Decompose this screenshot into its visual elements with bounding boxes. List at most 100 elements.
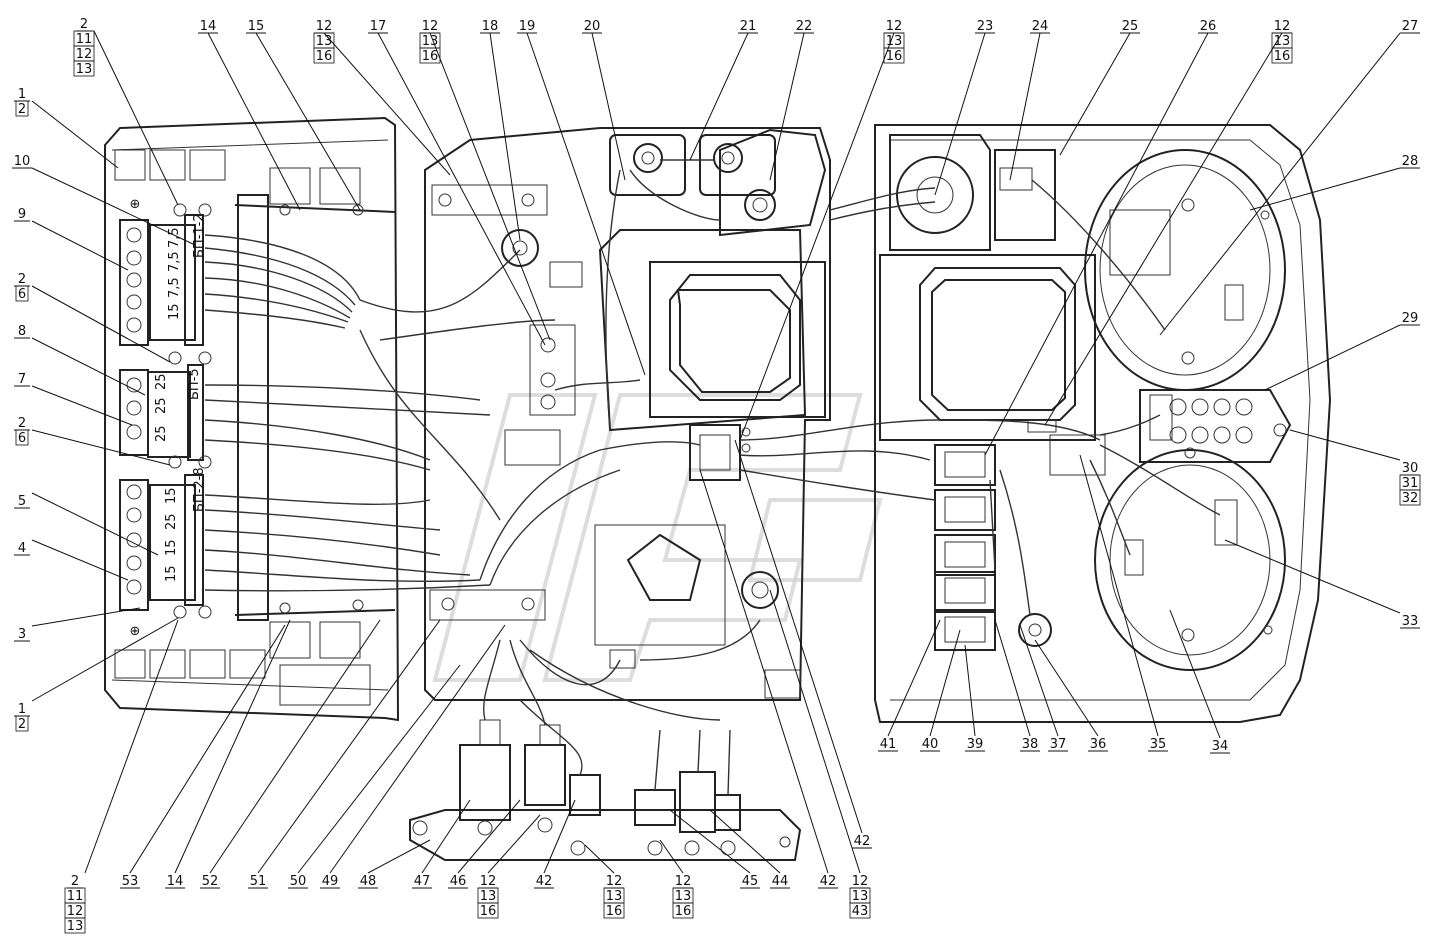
callout-number: 23 [977, 19, 994, 34]
leader-line [84, 619, 179, 874]
watermark-logo [432, 393, 883, 682]
leader-line [984, 32, 1209, 456]
callout-c45: 44 [770, 874, 790, 889]
callout-c58: 14 [165, 874, 185, 889]
fuse-ratings: 7,5 7,5 7,5 15 25 25 25 15 25 15 15 [154, 227, 182, 582]
leader-line [421, 799, 471, 874]
leader-line [669, 809, 751, 874]
leader-line [209, 619, 381, 874]
fuse-rating: 7,5 [167, 251, 182, 272]
callout-box [1271, 47, 1293, 64]
callout-c11: 3 [14, 627, 30, 642]
leader-line [1289, 429, 1401, 461]
callout-number: 7 [18, 372, 26, 387]
callout-number: 14 [167, 874, 184, 889]
fuse-rating: 25 [164, 513, 179, 530]
leader-line [323, 32, 451, 176]
leader-line [994, 619, 1031, 737]
fuse-rating: 7,5 [167, 227, 182, 248]
module-label: БП-1-2 [192, 213, 207, 258]
callout-c46: 45 [740, 874, 760, 889]
callout-number: 18 [482, 19, 499, 34]
leader-line [329, 624, 506, 874]
callout-c49: 42 [534, 874, 554, 889]
callout-number: 12 [480, 874, 497, 889]
callout-c33: 33 [1400, 614, 1420, 629]
callout-number: 35 [1150, 737, 1167, 752]
leader-line [1079, 454, 1159, 737]
fuse-rating: 15 [164, 539, 179, 556]
callout-number: 10 [14, 154, 31, 169]
callout-number: 8 [18, 324, 26, 339]
callout-number: 49 [322, 874, 339, 889]
leader-line [31, 167, 196, 246]
callout-c34: 34 [1210, 739, 1230, 754]
callout-number: 12 [1274, 19, 1291, 34]
callout-number: 16 [606, 904, 623, 919]
callout-number: 41 [880, 737, 897, 752]
callout-number: 33 [1402, 614, 1419, 629]
callout-box [477, 902, 499, 919]
callout-number: 30 [1402, 461, 1419, 476]
callout-number: 27 [1402, 19, 1419, 34]
callout-box [672, 902, 694, 919]
leader-line [1159, 32, 1401, 336]
leader-line [1264, 324, 1401, 391]
wiring-harness [204, 159, 1221, 796]
leader-line [255, 32, 361, 211]
callout-number: 13 [1274, 34, 1291, 49]
callout-c21: 21 [738, 19, 758, 34]
leader-line [699, 469, 829, 874]
callout-c5: 26 [14, 272, 30, 302]
module-labels: БП-1-2 БП-5 БП-2-8 [187, 213, 207, 512]
callout-number: 13 [76, 62, 93, 77]
svg-text:⊕: ⊕ [130, 624, 141, 639]
leader-line [31, 607, 141, 627]
callout-number: 12 [422, 19, 439, 34]
leader-line [709, 809, 781, 874]
fuse-rating: 15 [164, 565, 179, 582]
leader-line [929, 629, 961, 737]
leader-line [1044, 32, 1283, 426]
callout-number: 53 [122, 874, 139, 889]
callout-c52: 47 [412, 874, 432, 889]
callout-number: 20 [584, 19, 601, 34]
callout-c59: 53 [120, 874, 140, 889]
callout-number: 12 [67, 904, 84, 919]
callout-number: 11 [76, 32, 93, 47]
leader-line [377, 32, 546, 346]
leader-line [31, 539, 129, 581]
fuse-rating: 15 [167, 303, 182, 320]
callout-number: 39 [967, 737, 984, 752]
leader-line [591, 32, 626, 181]
callout-c8: 26 [14, 416, 30, 446]
callout-c10: 4 [14, 541, 30, 556]
callout-c9: 5 [14, 494, 30, 509]
leader-line [174, 619, 291, 874]
leader-line [367, 839, 431, 874]
callout-number: 16 [1274, 49, 1291, 64]
callout-c3: 10 [12, 154, 32, 169]
leader-line [31, 337, 146, 396]
callout-box [603, 902, 625, 919]
callout-box [1399, 489, 1421, 506]
callout-c39: 39 [965, 737, 985, 752]
callout-number: 47 [414, 874, 431, 889]
callout-number: 13 [422, 34, 439, 49]
callout-number: 17 [370, 19, 387, 34]
leader-line [31, 617, 179, 702]
callout-number: 1 [18, 702, 26, 717]
callout-c44: 42 [818, 874, 838, 889]
leader-line [769, 32, 805, 181]
module-label: БП-2-8 [192, 467, 207, 512]
fuse-rating: 25 [154, 373, 169, 390]
callout-number: 21 [740, 19, 757, 34]
callout-number: 16 [480, 904, 497, 919]
leader-line [257, 619, 441, 874]
callout-c57: 52 [200, 874, 220, 889]
central-console [424, 127, 831, 701]
leader-line [31, 285, 171, 363]
callout-number: 12 [606, 874, 623, 889]
